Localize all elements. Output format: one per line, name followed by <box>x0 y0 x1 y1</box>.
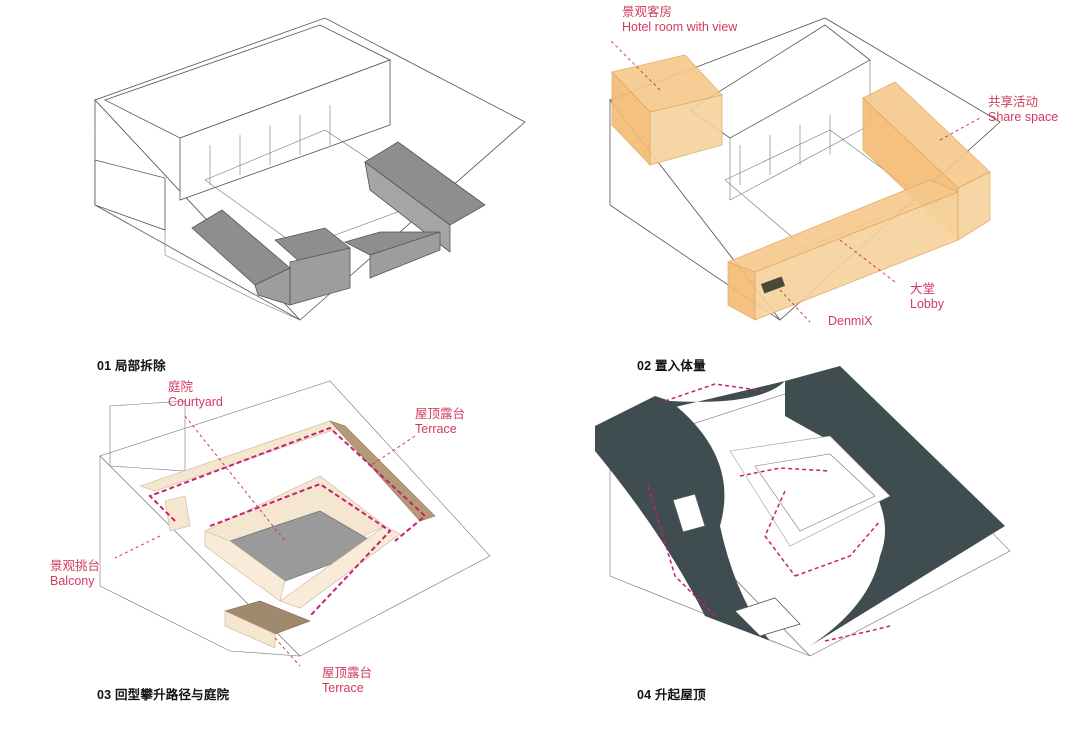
axonometric-drawing-01 <box>94 17 526 321</box>
panel-03-path-and-courtyard: 庭院 Courtyard 屋顶露台 Terrace 景观挑台 Balcony 屋… <box>0 376 540 753</box>
panel-01-partial-demolition: 01 局部拆除 <box>0 0 540 376</box>
car-icon <box>760 276 786 294</box>
annotation-terrace-top: 屋顶露台 Terrace <box>415 407 466 436</box>
annotation-hotel-room: 景观客房 Hotel room with view <box>622 5 738 34</box>
annotation-courtyard: 庭院 Courtyard <box>168 380 223 409</box>
annotation-terrace-bottom: 屋顶露台 Terrace <box>322 666 373 695</box>
axonometric-drawing-02 <box>609 17 1001 323</box>
axonometric-drawing-03 <box>99 380 491 667</box>
annotation-lobby: 大堂 Lobby <box>910 282 945 311</box>
annotation-share-space: 共享活动 Share space <box>988 95 1059 124</box>
panel-caption: 02 置入体量 <box>637 359 706 373</box>
panel-04-raised-roof: 04 升起屋顶 <box>540 366 1080 753</box>
panel-02-inserted-volumes: 景观客房 Hotel room with view 共享活动 Share spa… <box>540 0 1080 376</box>
axonometric-drawing-04 <box>595 366 1011 657</box>
annotation-balcony: 景观挑台 Balcony <box>50 559 101 588</box>
annotation-denmix: DenmiX <box>828 314 873 328</box>
panel-caption: 03 回型攀升路径与庭院 <box>97 688 230 702</box>
panel-caption: 01 局部拆除 <box>97 359 166 373</box>
panel-caption: 04 升起屋顶 <box>637 688 706 702</box>
